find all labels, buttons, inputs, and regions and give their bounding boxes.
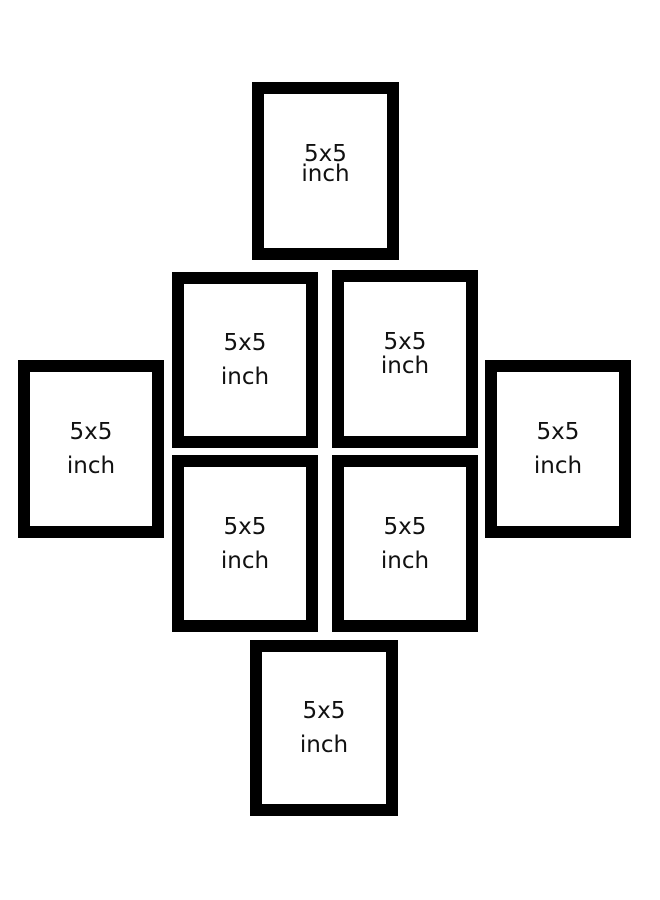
frame-size-label: 5x5 — [383, 513, 427, 540]
frame-size-label: 5x5 — [69, 419, 113, 445]
frame-unit-label: inch — [66, 453, 116, 479]
frame-size-label: 5x5 — [304, 141, 347, 167]
photo-frame-center-top-right: 5x5 inch — [332, 270, 478, 448]
frame-size-label: 5x5 — [223, 513, 267, 540]
frame-unit-label: inch — [299, 732, 349, 758]
frame-unit-label: inch — [533, 453, 583, 479]
frame-size-label: 5x5 — [383, 329, 427, 355]
frame-unit-label: inch — [380, 353, 430, 379]
photo-frame-right: 5x5 inch — [485, 360, 631, 538]
photo-frame-center-bottom-right: 5x5 inch — [332, 455, 478, 632]
frame-size-label: 5x5 — [302, 698, 346, 724]
photo-frame-center-bottom-left: 5x5 inch — [172, 455, 318, 632]
frame-unit-label: inch — [301, 161, 350, 187]
photo-frame-center-top-left: 5x5 inch — [172, 272, 318, 448]
photo-frame-top: 5x5 inch — [252, 82, 399, 260]
photo-frame-left: 5x5 inch — [18, 360, 164, 538]
frame-unit-label: inch — [380, 547, 430, 574]
photo-frame-bottom: 5x5 inch — [250, 640, 398, 816]
frame-unit-label: inch — [220, 547, 270, 574]
frame-size-label: 5x5 — [536, 419, 580, 445]
frame-unit-label: inch — [220, 364, 270, 390]
frame-size-label: 5x5 — [223, 330, 267, 356]
